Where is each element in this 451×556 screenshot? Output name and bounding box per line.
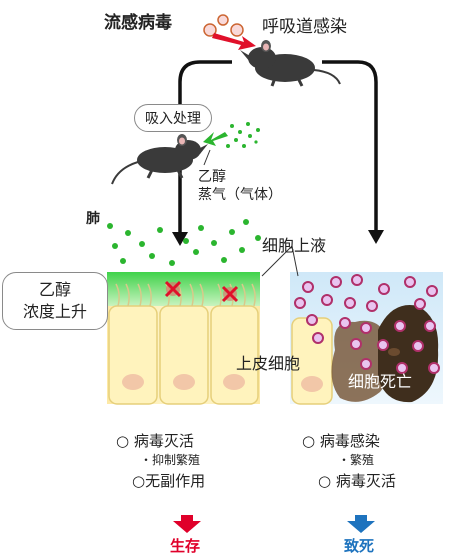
left-result-3: ○无副作用 (132, 472, 206, 490)
right-result-2: ・繁殖 (338, 453, 375, 467)
flow-arrow-right (322, 60, 384, 244)
inactivated-virus-2 (221, 285, 239, 303)
fluid-pointer-right (291, 245, 299, 277)
concentration-label-1: 乙醇 (38, 280, 71, 299)
right-result-3: ○ 病毒灭活 (318, 472, 396, 490)
fluid-pointer-left (261, 245, 293, 277)
fluid-label: 细胞上液 (262, 236, 327, 255)
virus-swarm (294, 274, 440, 374)
concentration-bubble: 乙醇 浓度上升 (2, 272, 108, 330)
ethanol-label-2: 蒸气（气体） (198, 187, 282, 203)
lethal-arrow (347, 515, 375, 533)
left-result-2: ・抑制繁殖 (140, 453, 201, 467)
ethanol-pointer (203, 149, 211, 166)
left-result-1: ○ 病毒灭活 (116, 432, 194, 450)
tissue-right (290, 272, 443, 405)
lung-label: 肺 (86, 211, 100, 227)
virus-label: 流感病毒 (104, 13, 172, 33)
lung-ethanol-dots (107, 219, 261, 266)
epithelium-label: 上皮细胞 (236, 354, 301, 373)
right-result-1: ○ 病毒感染 (302, 432, 380, 450)
ethanol-vapor-dots (226, 122, 260, 148)
death-label: 细胞死亡 (348, 372, 413, 391)
lethal-label: 致死 (344, 537, 375, 555)
virus-particles-top (203, 14, 256, 50)
concentration-label-2: 浓度上升 (22, 302, 87, 321)
survival-arrow (173, 515, 201, 533)
mouse-inhalation (111, 132, 228, 185)
tissue-left (107, 272, 260, 405)
inhale-label: 吸入处理 (134, 104, 212, 132)
mouse-top (240, 40, 341, 87)
ethanol-label-1: 乙醇 (198, 169, 226, 185)
infection-label: 呼吸道感染 (262, 17, 347, 37)
inactivated-virus-1 (164, 280, 182, 298)
survival-label: 生存 (170, 537, 201, 555)
